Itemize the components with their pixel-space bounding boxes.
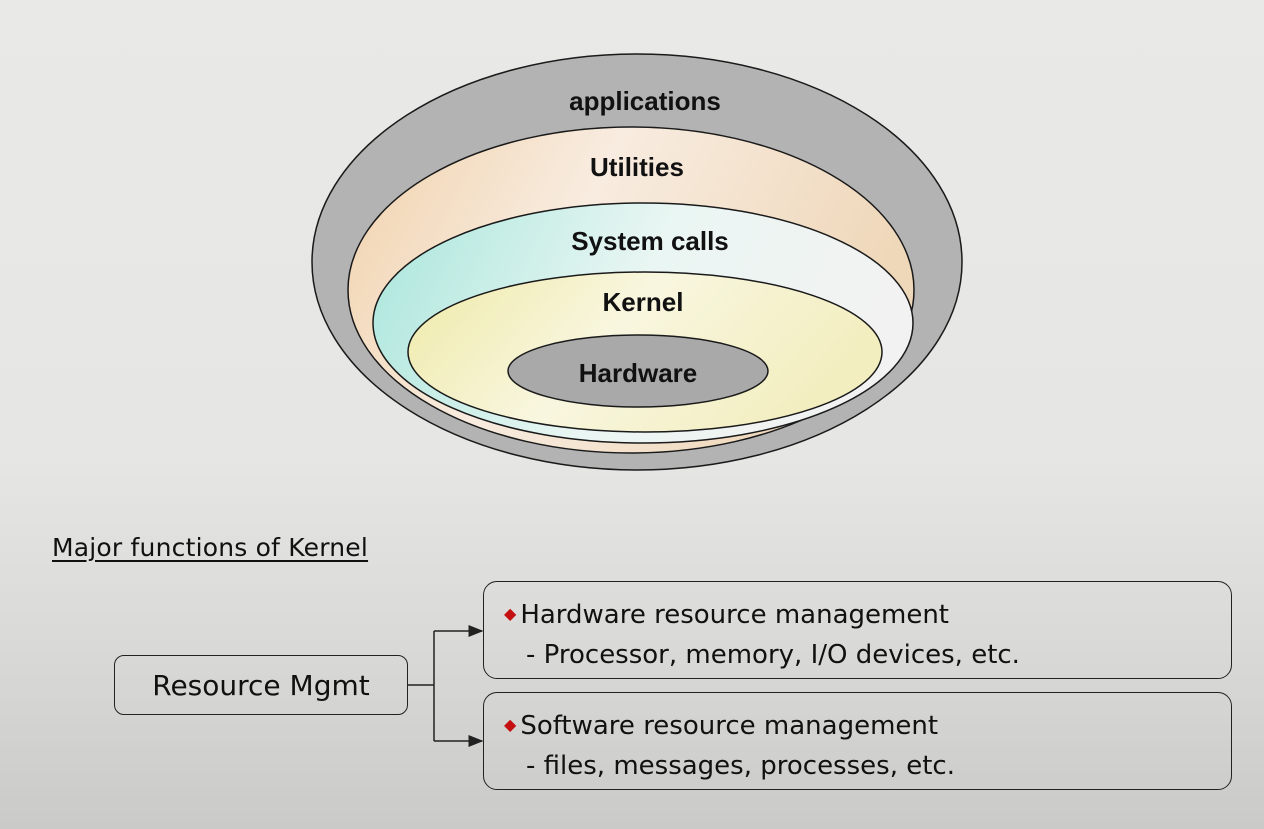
diamond-bullet-icon: ◆ — [504, 604, 517, 623]
resource-mgmt-box: Resource Mgmt — [114, 655, 408, 715]
software-resource-heading: Software resource management — [520, 711, 939, 741]
hardware-resource-heading: Hardware resource management — [520, 600, 949, 630]
diamond-bullet-icon: ◆ — [504, 715, 517, 734]
hardware-resource-box: ◆Hardware resource management - Processo… — [483, 581, 1232, 679]
software-resource-detail: - files, messages, processes, etc. — [526, 751, 955, 781]
utilities-label: Utilities — [590, 152, 684, 182]
hardware-resource-detail: - Processor, memory, I/O devices, etc. — [526, 640, 1020, 670]
hardware-layer — [507, 334, 769, 408]
resource-mgmt-label: Resource Mgmt — [152, 668, 370, 702]
applications-label: applications — [569, 86, 721, 116]
hardware-resource-heading-line: ◆Hardware resource management — [504, 594, 1231, 635]
section-title: Major functions of Kernel — [52, 533, 369, 562]
software-resource-heading-line: ◆Software resource management — [504, 705, 1231, 746]
hardware-label: Hardware — [579, 358, 698, 388]
kernel-label: Kernel — [603, 287, 684, 317]
system-calls-label: System calls — [571, 226, 729, 256]
os-layers-diagram: applications Utilities System calls Kern… — [311, 53, 963, 471]
software-resource-box: ◆Software resource management - files, m… — [483, 692, 1232, 790]
